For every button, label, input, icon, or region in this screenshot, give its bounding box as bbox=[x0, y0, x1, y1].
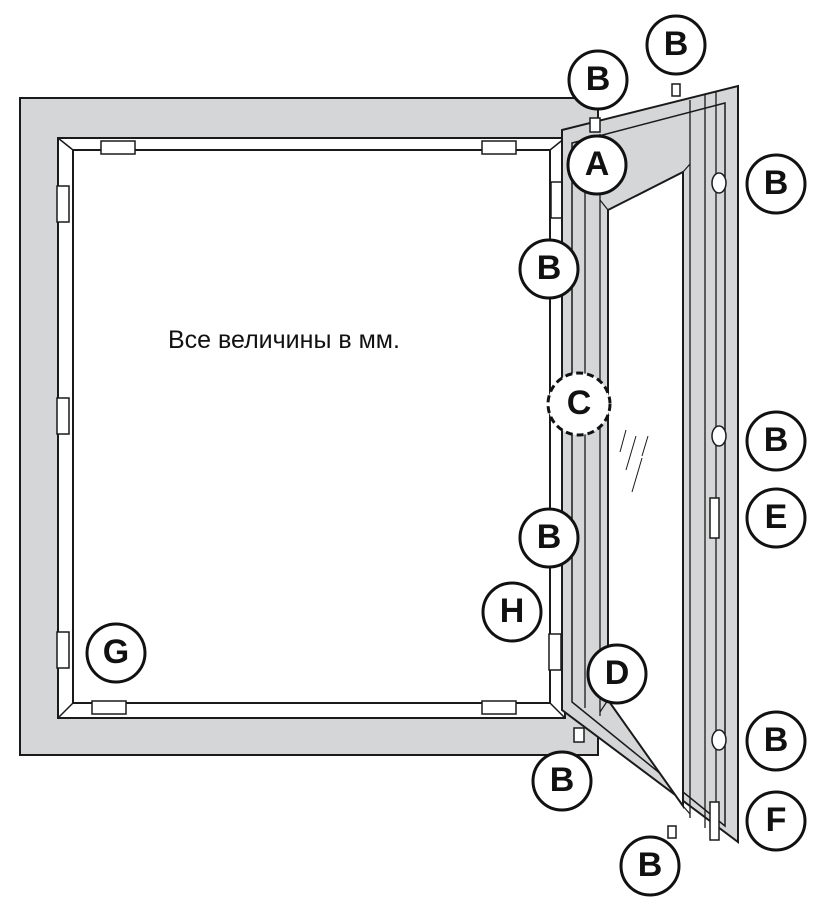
callout-b-right-top-label: B bbox=[764, 164, 789, 202]
glazing-block-bottom-left bbox=[91, 700, 127, 715]
glazing-block-bottom-right bbox=[481, 700, 517, 715]
callout-f-label: F bbox=[766, 801, 787, 839]
callout-b-bottom: B bbox=[619, 835, 681, 897]
glazing-block-top-right bbox=[481, 140, 517, 155]
callouts: B B A B B C B E bbox=[85, 14, 807, 897]
callout-a: A bbox=[566, 134, 628, 196]
measurement-units-note: Все величины в мм. bbox=[168, 326, 400, 354]
frame-glazing-blocks bbox=[56, 140, 564, 715]
callout-h-label: H bbox=[500, 592, 525, 630]
callout-b-frame-top: B bbox=[518, 238, 580, 300]
outer-frame bbox=[19, 97, 599, 756]
callout-c-label: C bbox=[567, 384, 592, 422]
glazing-block-right-bottom bbox=[548, 633, 562, 671]
hinge-top bbox=[589, 117, 601, 133]
callout-b-hinge-top-label: B bbox=[586, 60, 611, 98]
callout-d-label: D bbox=[605, 654, 630, 692]
callout-b-right-middle: B bbox=[745, 410, 807, 472]
roller-cam-top bbox=[711, 172, 727, 194]
callout-b-frame-top-label: B bbox=[537, 249, 562, 287]
glazing-block-left-bottom bbox=[56, 631, 70, 669]
corner-drive bbox=[709, 801, 720, 841]
glazing-block-left-middle bbox=[56, 397, 70, 435]
callout-d: D bbox=[586, 643, 648, 705]
callout-h: H bbox=[481, 581, 543, 643]
callout-b-frame-bottom: B bbox=[518, 507, 580, 569]
callout-g-label: G bbox=[103, 633, 129, 671]
callout-b-top: B bbox=[645, 14, 707, 76]
handle-gearbox bbox=[709, 497, 720, 539]
sash-bottom-pin bbox=[667, 825, 677, 839]
callout-e-label: E bbox=[765, 498, 788, 536]
callout-a-label: A bbox=[585, 145, 610, 183]
callout-c: C bbox=[546, 371, 612, 437]
glass-pane bbox=[607, 170, 684, 810]
sash-hardware bbox=[573, 83, 727, 841]
callout-b-right-bottom-label: B bbox=[764, 721, 789, 759]
hinge-bottom bbox=[573, 727, 585, 743]
callout-b-hinge-bottom-label: B bbox=[550, 761, 575, 799]
callout-b-hinge-bottom: B bbox=[531, 750, 593, 812]
sash-top-pin bbox=[671, 83, 681, 97]
callout-b-hinge-top: B bbox=[567, 49, 629, 111]
open-sash bbox=[561, 84, 739, 844]
callout-b-frame-bottom-label: B bbox=[537, 518, 562, 556]
roller-cam-middle bbox=[711, 425, 727, 447]
glazing-block-top-left bbox=[100, 140, 136, 155]
callout-b-right-bottom: B bbox=[745, 710, 807, 772]
callout-b-right-middle-label: B bbox=[764, 421, 789, 459]
glazing-block-left-top bbox=[56, 185, 70, 223]
callout-e: E bbox=[745, 487, 807, 549]
callout-f: F bbox=[745, 790, 807, 852]
callout-b-top-label: B bbox=[664, 25, 689, 63]
callout-b-bottom-label: B bbox=[638, 846, 663, 884]
roller-cam-bottom bbox=[711, 729, 727, 751]
callout-g: G bbox=[85, 622, 147, 684]
callout-b-right-top: B bbox=[745, 153, 807, 215]
